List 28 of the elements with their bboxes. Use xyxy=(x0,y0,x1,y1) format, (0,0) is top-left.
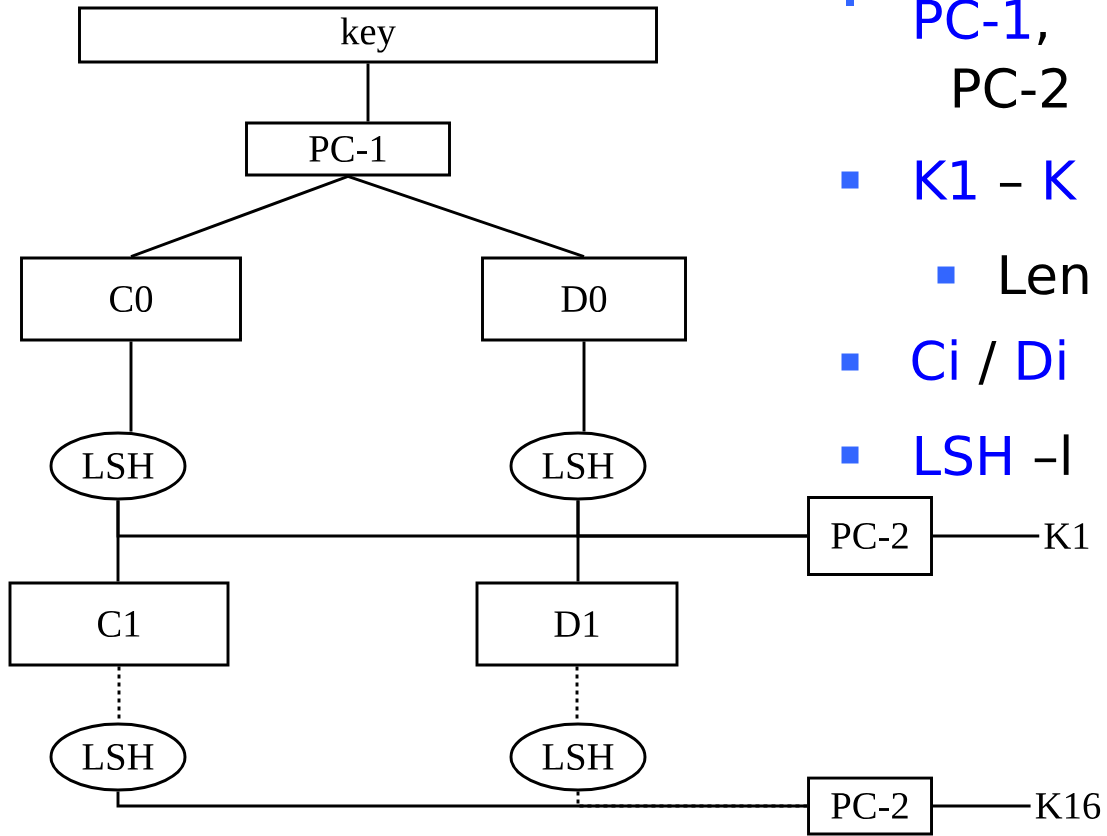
connector-line xyxy=(347,175,585,258)
output-label: K1 xyxy=(1044,523,1089,549)
process-box: D1 xyxy=(475,581,679,667)
connector-line xyxy=(576,791,808,808)
connector-line xyxy=(576,500,580,582)
connector-line xyxy=(117,666,121,723)
connector-line xyxy=(130,175,349,258)
bullet-text: Len xyxy=(1001,255,1088,295)
bullet-text: PC-1 , xyxy=(916,0,1046,45)
connector-line xyxy=(933,534,1040,538)
process-box: key xyxy=(78,6,658,64)
process-box: PC-2 xyxy=(807,496,933,576)
process-box: C0 xyxy=(20,256,242,342)
connector-line xyxy=(582,341,586,432)
process-box: PC-2 xyxy=(807,776,933,836)
connector-line xyxy=(129,341,133,432)
connector-line xyxy=(933,804,1031,808)
process-box: D0 xyxy=(481,256,687,342)
bullet-text: K1 – K xyxy=(916,160,1078,200)
bullet-text: PC-2 xyxy=(954,67,1067,109)
connector-line xyxy=(366,63,370,122)
process-box: C1 xyxy=(8,581,230,667)
connector-line xyxy=(575,666,579,723)
bullet-text: LSH –l xyxy=(916,434,1069,476)
output-label: K16 xyxy=(1035,793,1101,819)
bullet-text: Ci / Di xyxy=(912,339,1065,385)
process-box: PC-1 xyxy=(245,121,451,177)
connector-line xyxy=(116,500,120,582)
